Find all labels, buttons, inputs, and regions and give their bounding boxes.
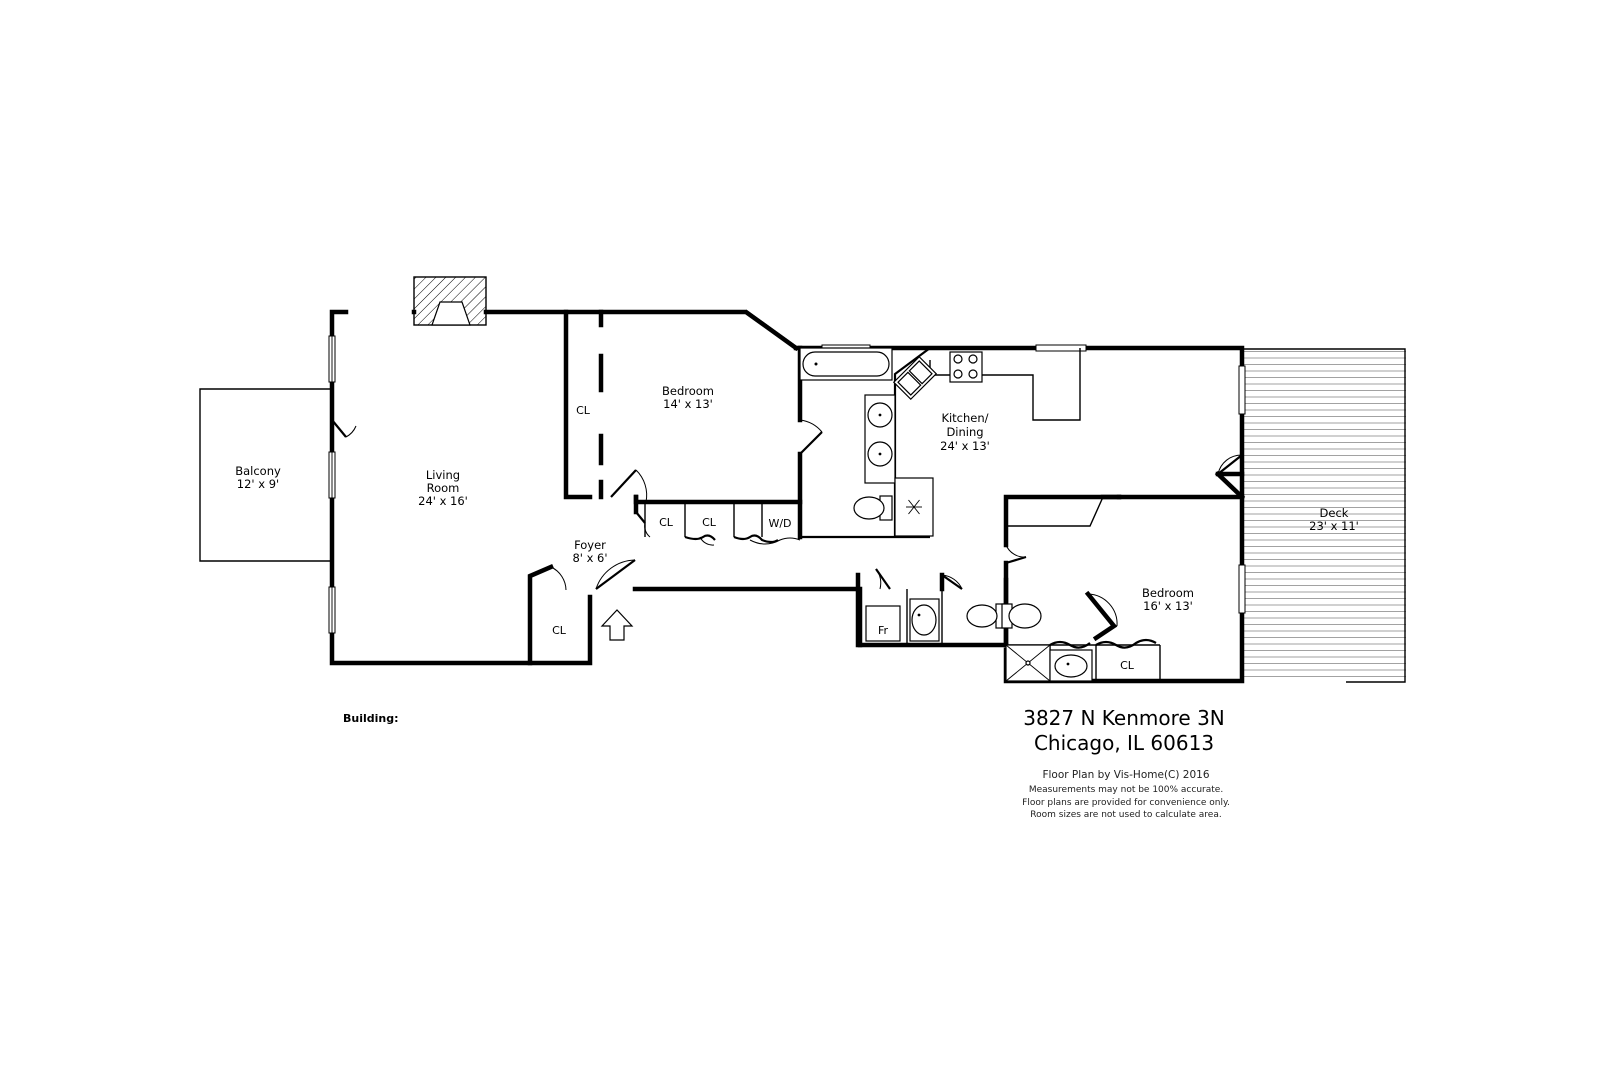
closet-doors [684, 534, 1157, 649]
fixtures [600, 347, 1093, 682]
living-size: 24' x 16' [418, 494, 468, 508]
deck-size: 23' x 11' [1309, 519, 1359, 533]
foyer-size: 8' x 6' [572, 551, 607, 565]
deck-name: Deck [1320, 506, 1349, 520]
balcony [199, 388, 332, 562]
address-line-1: 3827 N Kenmore 3N [1023, 706, 1225, 730]
windows [328, 309, 1246, 634]
disclaimer-line-2: Floor plans are provided for convenience… [1022, 798, 1230, 808]
balcony-name: Balcony [235, 464, 281, 478]
bedroom2-size: 16' x 13' [1143, 599, 1193, 613]
balcony-door [331, 419, 357, 438]
closet-label: CL [576, 404, 591, 417]
deck [1242, 348, 1406, 683]
exterior-walls [329, 309, 1245, 684]
closet-label: CL [702, 516, 717, 529]
living-name-1: Living [426, 468, 460, 482]
credit-note: Floor Plan by Vis-Home(C) 2016 [1042, 769, 1209, 781]
bedroom1-name: Bedroom [662, 384, 714, 398]
kitchen-name-1: Kitchen/ [941, 411, 988, 425]
kitchen-name-2: Dining [946, 425, 983, 439]
fridge-label: Fr [878, 624, 889, 637]
disclaimer-line-3: Room sizes are not used to calculate are… [1030, 810, 1221, 820]
room-labels: Balcony 12' x 9' Living Room 24' x 16' B… [235, 384, 1359, 672]
interior-walls [527, 309, 1246, 681]
building-label: Building: [343, 712, 399, 725]
bedroom2-name: Bedroom [1142, 586, 1194, 600]
disclaimer-line-1: Measurements may not be 100% accurate. [1029, 785, 1223, 795]
closet-label: CL [1120, 659, 1135, 672]
fireplace-icon [413, 276, 487, 326]
closet-label: CL [659, 516, 674, 529]
foyer-name: Foyer [574, 538, 606, 552]
living-name-2: Room [427, 481, 460, 495]
kitchen-size: 24' x 13' [940, 439, 990, 453]
washer-dryer-label: W/D [768, 517, 791, 530]
balcony-size: 12' x 9' [237, 477, 279, 491]
bedroom1-size: 14' x 13' [663, 397, 713, 411]
door-swings [529, 419, 1243, 627]
closet-label: CL [552, 624, 567, 637]
address-line-2: Chicago, IL 60613 [1034, 731, 1214, 755]
